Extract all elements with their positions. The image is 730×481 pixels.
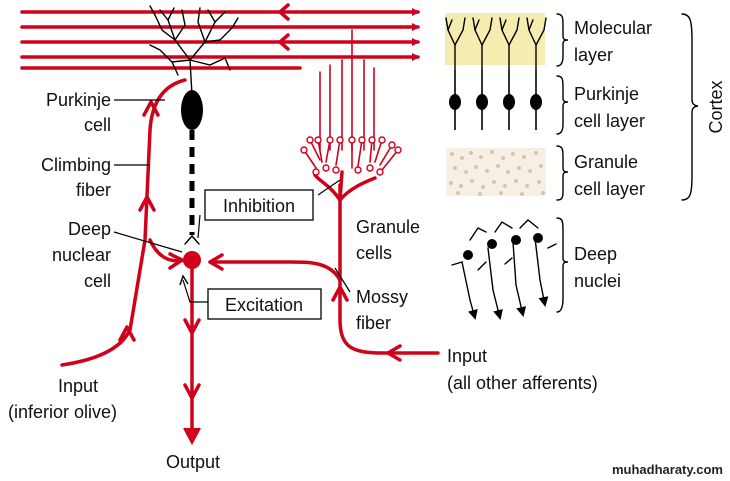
granule-cell-layer-icon [446,148,546,196]
molecular-layer-label-2: layer [574,45,613,65]
excitation-box [207,288,322,320]
leader-lines [113,99,351,303]
deep-nuclear-cell-label-2: nuclear [52,245,111,265]
deep-nuclear-cell-label-3: cell [84,271,111,291]
input-left-label-1: Input [58,376,98,396]
mossy-fiber-label-2: fiber [356,313,391,333]
granule-cell-layer-label-1: Granule [574,152,638,172]
molecular-layer-icon [445,13,547,71]
deep-nuclei-label-1: Deep [574,244,617,264]
granule-cells-label-1: Granule [356,217,420,237]
granule-cells-label-2: cells [356,243,392,263]
climbing-fiber-label-1: Climbing [41,155,111,175]
excitation-label: Excitation [225,295,303,315]
purkinje-cell-layer-icon [449,70,542,130]
climbing-fiber-label-2: fiber [76,180,111,200]
input-left-label-2: (inferior olive) [8,402,117,422]
cortex-label: Cortex [706,80,726,133]
deep-nuclear-cell-label-1: Deep [68,219,111,239]
purkinje-cell [149,5,239,245]
climbing-fiber [60,78,187,367]
purkinje-cell-layer-label-2: cell layer [574,111,645,131]
purkinje-cell-label-1: Purkinje [46,90,111,110]
inhibition-box [204,189,314,221]
purkinje-cell-label-2: cell [84,115,111,135]
deep-nuclei-label-2: nuclei [574,271,621,291]
parallel-fibers [20,3,420,70]
output-label: Output [166,452,220,472]
mossy-fiber-label-1: Mossy [356,287,408,307]
granule-cells [300,29,402,176]
inhibition-label: Inhibition [223,196,295,216]
deep-nuclei-icon [451,219,557,320]
input-right-label-2: (all other afferents) [447,373,598,393]
legend-braces [556,13,699,313]
mossy-fiber [208,170,440,362]
watermark: muhadharaty.com [612,462,723,477]
purkinje-cell-layer-label-1: Purkinje [574,84,639,104]
input-right-label-1: Input [447,346,487,366]
deep-nuclear-cell [183,251,201,446]
molecular-layer-label-1: Molecular [574,18,652,38]
granule-cell-layer-label-2: cell layer [574,179,645,199]
